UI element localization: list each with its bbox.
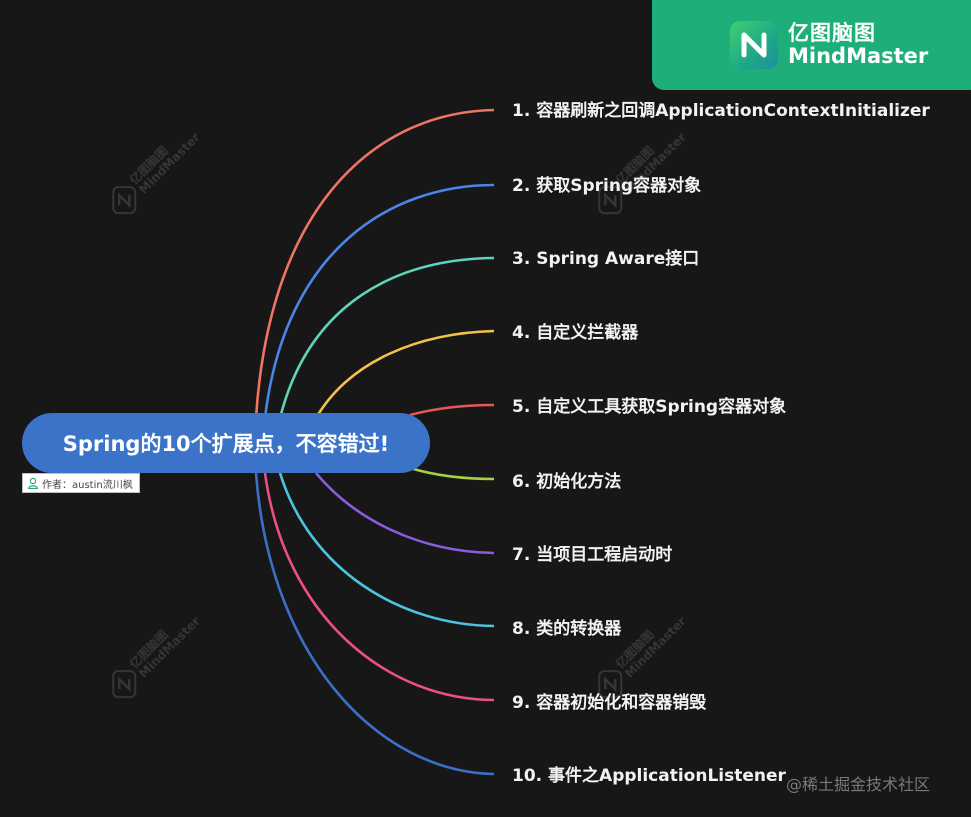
root-topic[interactable]: Spring的10个扩展点，不容错过! — [22, 413, 430, 473]
subtopic-9[interactable]: 9. 容器初始化和容器销毁 — [512, 693, 707, 713]
brand-name-cn: 亿图脑图 — [788, 20, 876, 45]
brand-badge: 亿图脑图 MindMaster — [652, 0, 971, 90]
subtopic-4[interactable]: 4. 自定义拦截器 — [512, 323, 639, 343]
branch-line-9 — [263, 472, 495, 702]
source-credit: @稀土掘金技术社区 — [786, 775, 931, 794]
subtopic-5[interactable]: 5. 自定义工具获取Spring容器对象 — [512, 397, 787, 417]
user-icon — [27, 477, 39, 489]
branch-line-6 — [409, 466, 495, 481]
branch-line-7 — [314, 472, 495, 555]
subtopic-6[interactable]: 6. 初始化方法 — [512, 472, 622, 492]
branch-line-4 — [314, 329, 495, 419]
branch-line-10 — [254, 472, 495, 776]
subtopic-7[interactable]: 7. 当项目工程启动时 — [512, 545, 673, 565]
mindmaster-logo-icon — [730, 21, 778, 69]
branch-line-8 — [278, 472, 495, 628]
subtopic-8[interactable]: 8. 类的转换器 — [512, 619, 622, 639]
branch-line-2 — [263, 183, 495, 419]
author-label: 作者：austin流川枫 — [22, 473, 140, 493]
branch-line-5 — [409, 403, 495, 417]
subtopic-3[interactable]: 3. Spring Aware接口 — [512, 249, 700, 269]
subtopic-1[interactable]: 1. 容器刷新之回调ApplicationContextInitializer — [512, 101, 930, 121]
subtopic-2[interactable]: 2. 获取Spring容器对象 — [512, 176, 702, 196]
branch-line-1 — [254, 108, 495, 419]
branch-line-3 — [278, 256, 495, 419]
brand-name-en: MindMaster — [788, 44, 929, 68]
root-topic-title: Spring的10个扩展点，不容错过! — [62, 432, 390, 456]
subtopic-10[interactable]: 10. 事件之ApplicationListener — [512, 766, 786, 786]
